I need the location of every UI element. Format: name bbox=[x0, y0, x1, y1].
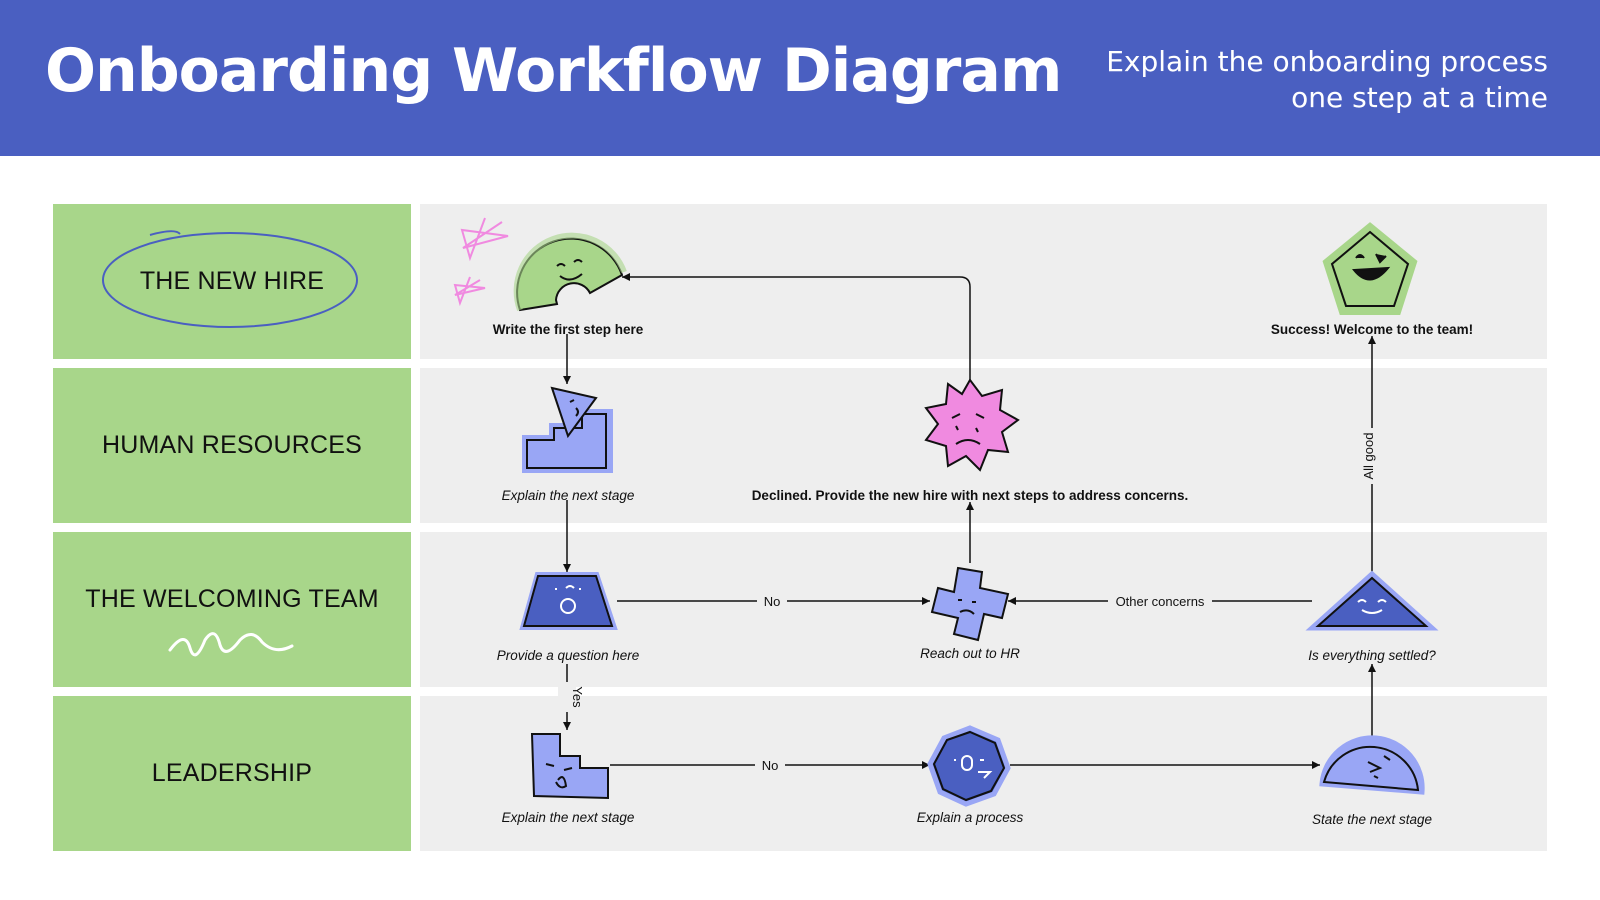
edge-label-no: No bbox=[762, 758, 779, 773]
spiky-star-shape-icon bbox=[924, 378, 1020, 472]
page-title: Onboarding Workflow Diagram bbox=[45, 36, 1062, 106]
connector bbox=[622, 273, 971, 382]
node-label: Reach out to HR bbox=[920, 646, 1020, 661]
node-lead-next-stage: Explain the next stage bbox=[502, 733, 635, 825]
edge-label-yes: Yes bbox=[570, 686, 585, 708]
node-label: Success! Welcome to the team! bbox=[1271, 322, 1473, 337]
node-label: Provide a question here bbox=[497, 648, 640, 663]
node-label: Declined. Provide the new hire with next… bbox=[752, 488, 1189, 503]
node-label: State the next stage bbox=[1312, 812, 1432, 827]
lane-label-leadership: LEADERSHIP bbox=[53, 696, 411, 851]
subtitle-line-1: Explain the onboarding process bbox=[1106, 45, 1548, 78]
node-process: Explain a process bbox=[917, 725, 1024, 825]
node-hr-next-stage: Explain the next stage bbox=[502, 386, 635, 503]
node-state-next: State the next stage bbox=[1312, 735, 1432, 827]
header-banner: Onboarding Workflow Diagram Explain the … bbox=[0, 0, 1600, 156]
edge-label-no: No bbox=[764, 594, 781, 609]
node-label: Is everything settled? bbox=[1308, 648, 1436, 663]
node-label: Write the first step here bbox=[493, 322, 644, 337]
node-reach-hr: Reach out to HR bbox=[920, 566, 1020, 661]
cross-shape-icon bbox=[930, 566, 1010, 642]
edge-label-other-concerns: Other concerns bbox=[1116, 594, 1205, 609]
lane-label-text: THE WELCOMING TEAM bbox=[85, 585, 379, 613]
node-declined: Declined. Provide the new hire with next… bbox=[752, 378, 1189, 503]
star-doodle-icon bbox=[453, 276, 486, 307]
node-success: Success! Welcome to the team! bbox=[1271, 222, 1473, 337]
node-settled: Is everything settled? bbox=[1305, 570, 1439, 663]
lane-label-new-hire: THE NEW HIRE bbox=[53, 204, 411, 359]
hand-drawn-circle-tail bbox=[149, 230, 181, 236]
subtitle-line-2: one step at a time bbox=[1291, 81, 1548, 114]
node-question: Provide a question here bbox=[497, 572, 640, 663]
hand-drawn-circle-decoration bbox=[102, 232, 358, 328]
lane-label-human-resources: HUMAN RESOURCES bbox=[53, 368, 411, 523]
page-subtitle: Explain the onboarding process one step … bbox=[1028, 44, 1548, 116]
star-doodle-icon bbox=[460, 217, 509, 262]
lane-label-text: HUMAN RESOURCES bbox=[102, 431, 362, 459]
squiggle-decoration bbox=[168, 632, 294, 657]
node-label: Explain a process bbox=[917, 810, 1024, 825]
lane-label-text: LEADERSHIP bbox=[151, 759, 313, 787]
lane-label-text: THE NEW HIRE bbox=[139, 267, 325, 295]
block-shape-icon bbox=[530, 733, 609, 800]
node-label: Explain the next stage bbox=[502, 488, 635, 503]
node-first-step: Write the first step here bbox=[493, 232, 644, 337]
lane-label-welcoming-team: THE WELCOMING TEAM bbox=[53, 532, 411, 687]
node-label: Explain the next stage bbox=[502, 810, 635, 825]
edge-label-all-good: All good bbox=[1361, 433, 1376, 480]
